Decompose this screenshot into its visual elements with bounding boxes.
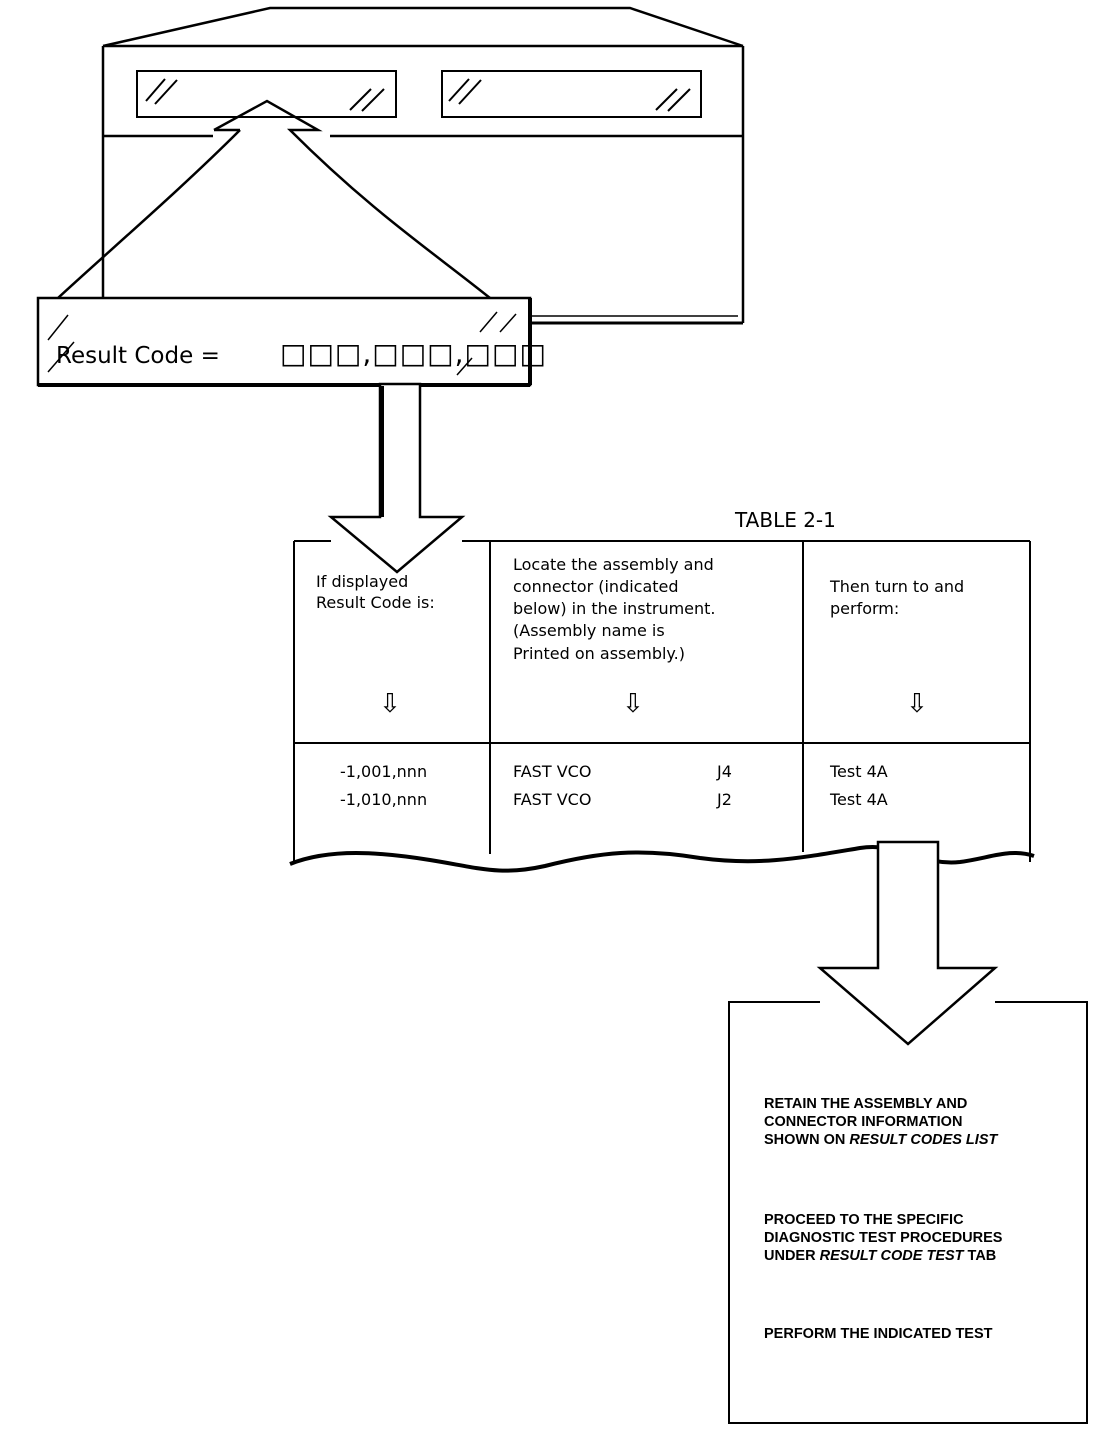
instrument-panel: [101, 6, 745, 325]
row-test: Test 4A: [829, 790, 888, 809]
instruction-step-perform: PERFORM THE INDICATED TEST: [764, 1326, 993, 1342]
instruction-step-retain: RETAIN THE ASSEMBLY AND CONNECTOR INFORM…: [764, 1096, 998, 1148]
down-hollow-arrow-icon: ⇩: [906, 689, 928, 719]
row-connector: J2: [716, 790, 732, 809]
row-assembly: FAST VCO: [513, 790, 591, 809]
row-code: -1,001,nnn: [340, 762, 427, 781]
header-col-test: Then turn to and perform:: [829, 577, 969, 618]
display-window-left: [136, 70, 397, 118]
down-arrow-icon: [327, 382, 466, 574]
down-arrow-icon: [816, 840, 999, 1046]
header-col-code: If displayed Result Code is:: [316, 572, 435, 612]
table-row: -1,010,nnn FAST VCO J2 Test 4A: [340, 790, 888, 809]
row-connector: J4: [716, 762, 732, 781]
result-code-value: □□□,□□□,□□□: [280, 337, 547, 370]
display-window-right: [441, 70, 702, 118]
zoom-up-arrow-icon: [57, 99, 491, 299]
table-row: -1,001,nnn FAST VCO J4 Test 4A: [340, 762, 888, 781]
instruction-step-proceed: PROCEED TO THE SPECIFIC DIAGNOSTIC TEST …: [764, 1212, 1007, 1264]
row-code: -1,010,nnn: [340, 790, 427, 809]
instruction-box: [728, 1001, 1088, 1424]
row-test: Test 4A: [829, 762, 888, 781]
down-hollow-arrow-icon: ⇩: [379, 689, 401, 719]
table-title: TABLE 2-1: [734, 508, 836, 532]
down-hollow-arrow-icon: ⇩: [622, 689, 644, 719]
result-code-label: Result Code =: [56, 343, 220, 369]
header-col-assembly: Locate the assembly and connector (indic…: [513, 555, 721, 663]
row-assembly: FAST VCO: [513, 762, 591, 781]
result-code-table: [289, 540, 1035, 873]
result-code-callout: [36, 296, 532, 387]
